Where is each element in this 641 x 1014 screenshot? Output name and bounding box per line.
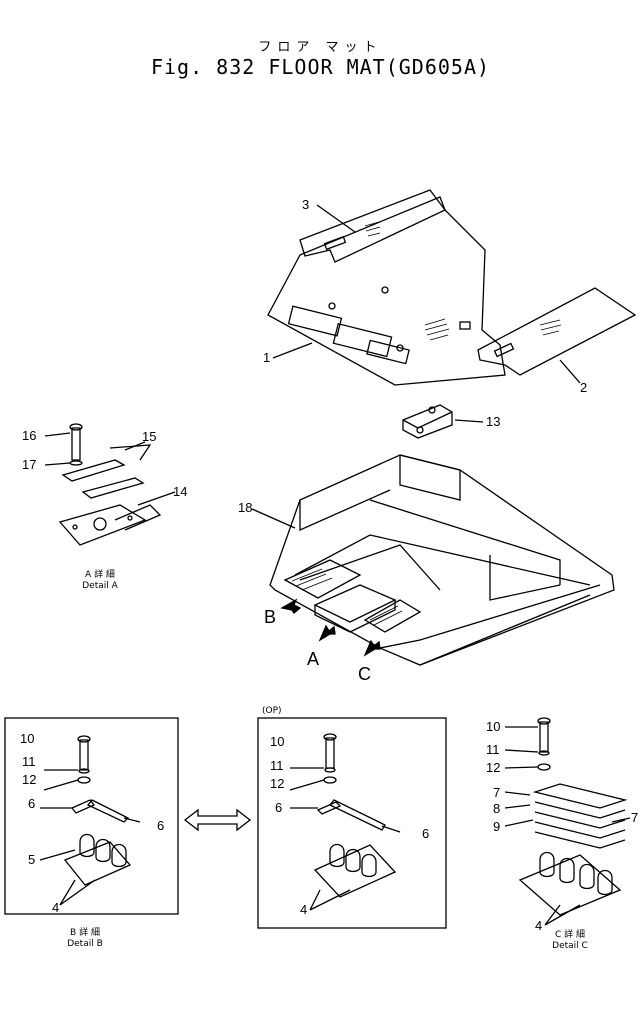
step-block-a	[313, 584, 397, 633]
callout-3: 3	[302, 197, 309, 212]
callout-b-4: 4	[52, 900, 59, 915]
callout-b-5: 5	[28, 852, 35, 867]
callout-b-12: 12	[22, 772, 36, 787]
step-block-b	[283, 559, 362, 599]
callout-c-9: 9	[493, 819, 500, 834]
callout-c-7a: 7	[493, 785, 500, 800]
figure-title: Fig. 832 FLOOR MAT(GD605A)	[150, 55, 491, 79]
view-label-c: C	[358, 664, 371, 684]
callout-c-12: 12	[486, 760, 500, 775]
callout-op-12: 12	[270, 776, 284, 791]
callout-2: 2	[580, 380, 587, 395]
callout-b-6a: 6	[28, 796, 35, 811]
optional-label: (OP)	[262, 706, 282, 716]
callout-op-10: 10	[270, 734, 284, 749]
callout-b-10: 10	[20, 731, 34, 746]
detail-b-drawing	[39, 735, 141, 906]
floor-mat-main	[267, 196, 506, 386]
detail-b-frame	[4, 717, 179, 915]
callout-13: 13	[486, 414, 500, 429]
bracket-13	[402, 404, 453, 439]
floor-mat-left	[299, 189, 446, 263]
title-japanese: フロア マット	[258, 40, 383, 55]
callout-18: 18	[238, 500, 252, 515]
callout-1: 1	[263, 350, 270, 365]
floor-frame-18	[269, 454, 615, 666]
callout-b-11: 11	[22, 754, 36, 769]
view-arrows	[280, 598, 381, 657]
callout-17: 17	[22, 457, 36, 472]
swap-arrow	[183, 808, 252, 832]
detail-op-frame	[257, 717, 447, 929]
detail-a-drawing	[58, 423, 162, 546]
view-label-b: B	[264, 607, 276, 627]
callout-15: 15	[142, 429, 156, 444]
callout-op-4: 4	[300, 902, 307, 917]
callout-op-6a: 6	[275, 800, 282, 815]
detail-c-drawing	[504, 717, 631, 926]
step-block-c	[363, 599, 422, 633]
callout-c-11: 11	[486, 742, 500, 757]
detail-a-caption: A 詳 細 Detail A	[82, 570, 118, 591]
floor-mat-right	[477, 287, 637, 376]
callout-op-6b: 6	[422, 826, 429, 841]
callout-16: 16	[22, 428, 36, 443]
callout-c-4: 4	[535, 918, 542, 933]
callout-op-11: 11	[270, 758, 284, 773]
callout-c-10: 10	[486, 719, 500, 734]
floor-mat-pattern	[364, 221, 562, 341]
view-label-a: A	[307, 649, 319, 669]
callout-c-8: 8	[493, 801, 500, 816]
detail-c-caption: C 詳 細 Detail C	[552, 930, 588, 951]
detail-op-drawing	[289, 733, 401, 911]
callout-14: 14	[173, 484, 187, 499]
callout-c-7b: 7	[631, 810, 638, 825]
callout-b-6b: 6	[157, 818, 164, 833]
detail-b-caption: B 詳 細 Detail B	[67, 928, 103, 949]
